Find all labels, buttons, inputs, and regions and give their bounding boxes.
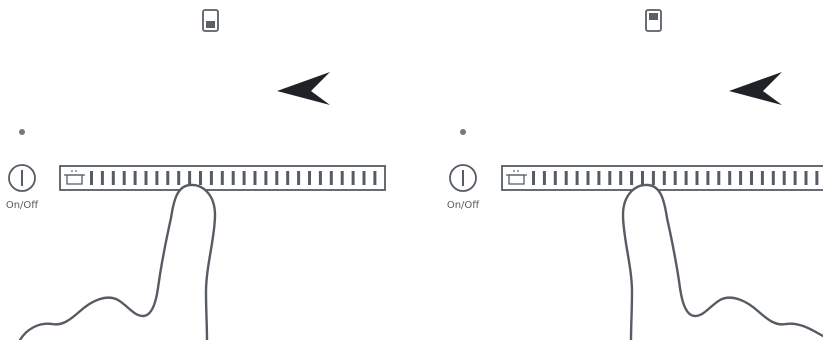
- slider-tick: [209, 171, 213, 185]
- slider-tick: [100, 171, 104, 185]
- power-button[interactable]: On/Off: [6, 164, 39, 211]
- power-button-label: On/Off: [6, 200, 39, 211]
- panel-left: On/Off: [6, 9, 386, 340]
- slider-tick: [166, 171, 170, 185]
- slider-tick: [532, 171, 535, 185]
- pot-icon: [64, 170, 85, 185]
- panel-right: On/Off: [447, 9, 823, 340]
- power-slider[interactable]: [59, 165, 386, 191]
- slider-ticks: [532, 171, 819, 185]
- slider-tick: [340, 171, 344, 185]
- slider-tick: [308, 171, 311, 185]
- slider-tick: [264, 171, 268, 185]
- swipe-left-arrow-icon: [729, 72, 782, 105]
- slider-tick: [717, 171, 721, 185]
- power-button[interactable]: On/Off: [447, 164, 480, 211]
- slider-tick: [706, 171, 710, 185]
- power-button-label: On/Off: [447, 200, 480, 211]
- slider-tick: [760, 171, 764, 185]
- slider-tick: [111, 171, 115, 185]
- slider-tick: [122, 171, 126, 185]
- slider-tick: [575, 171, 579, 185]
- slider-tick: [188, 171, 192, 185]
- status-dot: [19, 129, 25, 135]
- power-slider[interactable]: [501, 165, 823, 191]
- slider-tick: [297, 171, 301, 185]
- slider-tick: [329, 171, 333, 185]
- slider-tick: [651, 171, 655, 185]
- slider-tick: [662, 171, 666, 185]
- slider-tick: [793, 171, 797, 185]
- slider-tick: [253, 171, 257, 185]
- slider-tick: [373, 171, 377, 185]
- slider-tick: [542, 171, 546, 185]
- finger-pointing-icon: [18, 183, 217, 340]
- finger-pointing-icon: [621, 183, 823, 340]
- power-level-indicator-icon: [645, 9, 662, 32]
- slider-tick: [242, 171, 246, 185]
- slider-ticks: [90, 171, 377, 185]
- slider-tick: [739, 171, 743, 185]
- slider-tick: [597, 171, 601, 185]
- slider-tick: [750, 171, 753, 185]
- slider-tick: [695, 171, 699, 185]
- slider-tick: [608, 171, 612, 185]
- slider-tick: [564, 171, 568, 185]
- slider-tick: [155, 171, 159, 185]
- slider-tick: [177, 171, 181, 185]
- slider-tick: [220, 171, 224, 185]
- slider-tick: [351, 171, 355, 185]
- slider-tick: [771, 171, 775, 185]
- slider-tick: [782, 171, 786, 185]
- slider-tick: [199, 171, 202, 185]
- slider-tick: [90, 171, 93, 185]
- slider-tick: [684, 171, 688, 185]
- slider-tick: [619, 171, 623, 185]
- slider-tick: [133, 171, 137, 185]
- slider-tick: [275, 171, 279, 185]
- pot-icon: [506, 170, 527, 185]
- power-level-indicator-icon: [202, 9, 219, 32]
- slider-tick: [144, 171, 148, 185]
- slider-tick: [728, 171, 732, 185]
- slider-tick: [586, 171, 590, 185]
- slider-tick: [673, 171, 677, 185]
- status-dot: [460, 129, 466, 135]
- slider-tick: [318, 171, 322, 185]
- slider-tick: [630, 171, 634, 185]
- swipe-left-arrow-icon: [277, 72, 330, 105]
- slider-tick: [286, 171, 290, 185]
- slider-tick: [804, 171, 808, 185]
- slider-tick: [641, 171, 644, 185]
- slider-tick: [231, 171, 235, 185]
- slider-tick: [362, 171, 366, 185]
- slider-tick: [815, 171, 819, 185]
- slider-tick: [553, 171, 557, 185]
